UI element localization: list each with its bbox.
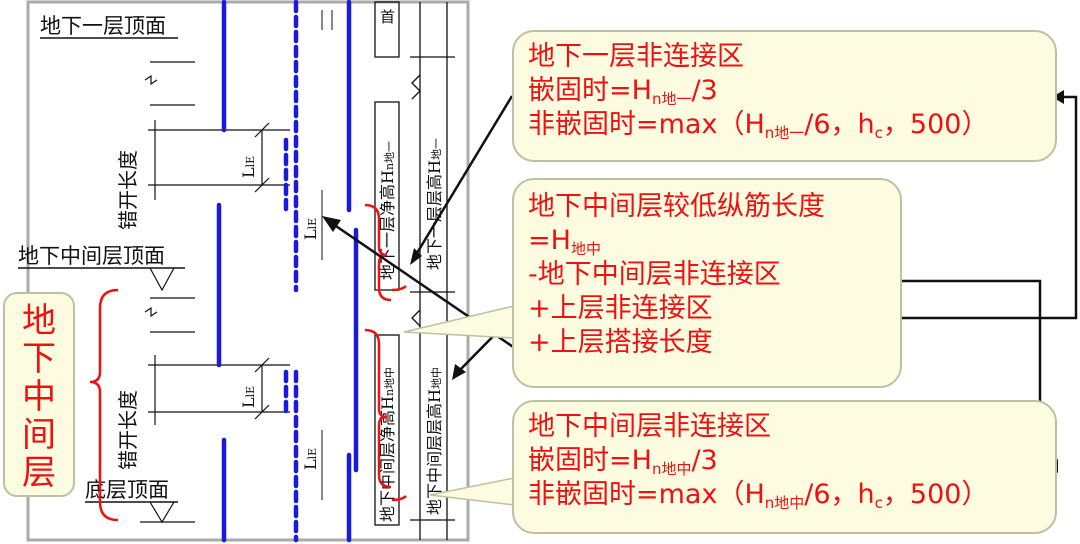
label-b1-top: 地下一层顶面	[40, 14, 166, 38]
callout-mid-non-fixed: 非嵌固时=max（Hn地中/6，hc，500）	[528, 479, 989, 512]
label-lle-3: LlE	[301, 218, 320, 240]
side-char-2: 中	[22, 377, 56, 417]
label-b1-clear: 地下一层净高Hn地一	[378, 141, 397, 280]
arrow-heads	[322, 216, 466, 380]
callout-mid-non-connection: 地下中间层非连接区 嵌固时=Hn地中/3 非嵌固时=max（Hn地中/6，hc，…	[512, 400, 1057, 534]
callout-mid-fixed: 嵌固时=Hn地中/3	[528, 445, 718, 478]
formula-line-h: =H地中	[528, 225, 601, 258]
rebar-group	[216, 0, 359, 543]
side-label-mid-floor: 地 下 中 间 层	[3, 292, 75, 497]
formula-title: 地下中间层较低纵筋长度	[528, 191, 825, 222]
formula-line-minus: -地下中间层非连接区	[528, 259, 781, 290]
red-brackets	[89, 203, 407, 522]
drawing-frame	[26, 0, 470, 542]
formula-line-plus-lap: +上层搭接长度	[528, 327, 713, 358]
formula-line-plus-zone: +上层非连接区	[528, 293, 713, 324]
label-mid-story: 地下中间层层高H地中	[425, 367, 444, 515]
label-stagger-1: 错开长度	[116, 150, 140, 230]
reference-lines	[321, 10, 333, 500]
callout-mid-title: 地下中间层非连接区	[528, 411, 771, 442]
callout-b1-fixed: 嵌固时=Hn地一/3	[528, 75, 718, 108]
label-mid-clear: 地下中间层净高Hn地中	[378, 367, 397, 522]
callout-b1-non-connection: 地下一层非连接区 嵌固时=Hn地一/3 非嵌固时=max（Hn地一/6，hc，5…	[512, 30, 1057, 162]
label-stagger-2: 错开长度	[116, 390, 140, 470]
label-lle-2: LlE	[239, 386, 258, 408]
label-lle-4: LlE	[301, 448, 320, 470]
callout-b1-non-fixed: 非嵌固时=max（Hn地一/6，hc，500）	[528, 109, 989, 142]
side-char-4: 层	[22, 453, 56, 493]
callout-lower-rebar-formula: 地下中间层较低纵筋长度 =H地中 -地下中间层非连接区 +上层非连接区 +上层搭…	[512, 178, 902, 388]
callout-b1-title: 地下一层非连接区	[528, 41, 744, 72]
side-char-1: 下	[22, 339, 56, 379]
label-b1-story: 地下一层层高H地一	[425, 138, 444, 270]
label-base-top: 底层顶面	[85, 478, 169, 502]
label-lle-1: LlE	[239, 156, 258, 178]
height-boxes	[374, 1, 455, 540]
label-top-fragment: 首	[380, 8, 395, 26]
side-char-0: 地	[22, 301, 56, 341]
slab-marks	[140, 61, 195, 524]
label-mid-top: 地下中间层顶面	[18, 244, 165, 268]
side-char-3: 间	[22, 415, 56, 455]
